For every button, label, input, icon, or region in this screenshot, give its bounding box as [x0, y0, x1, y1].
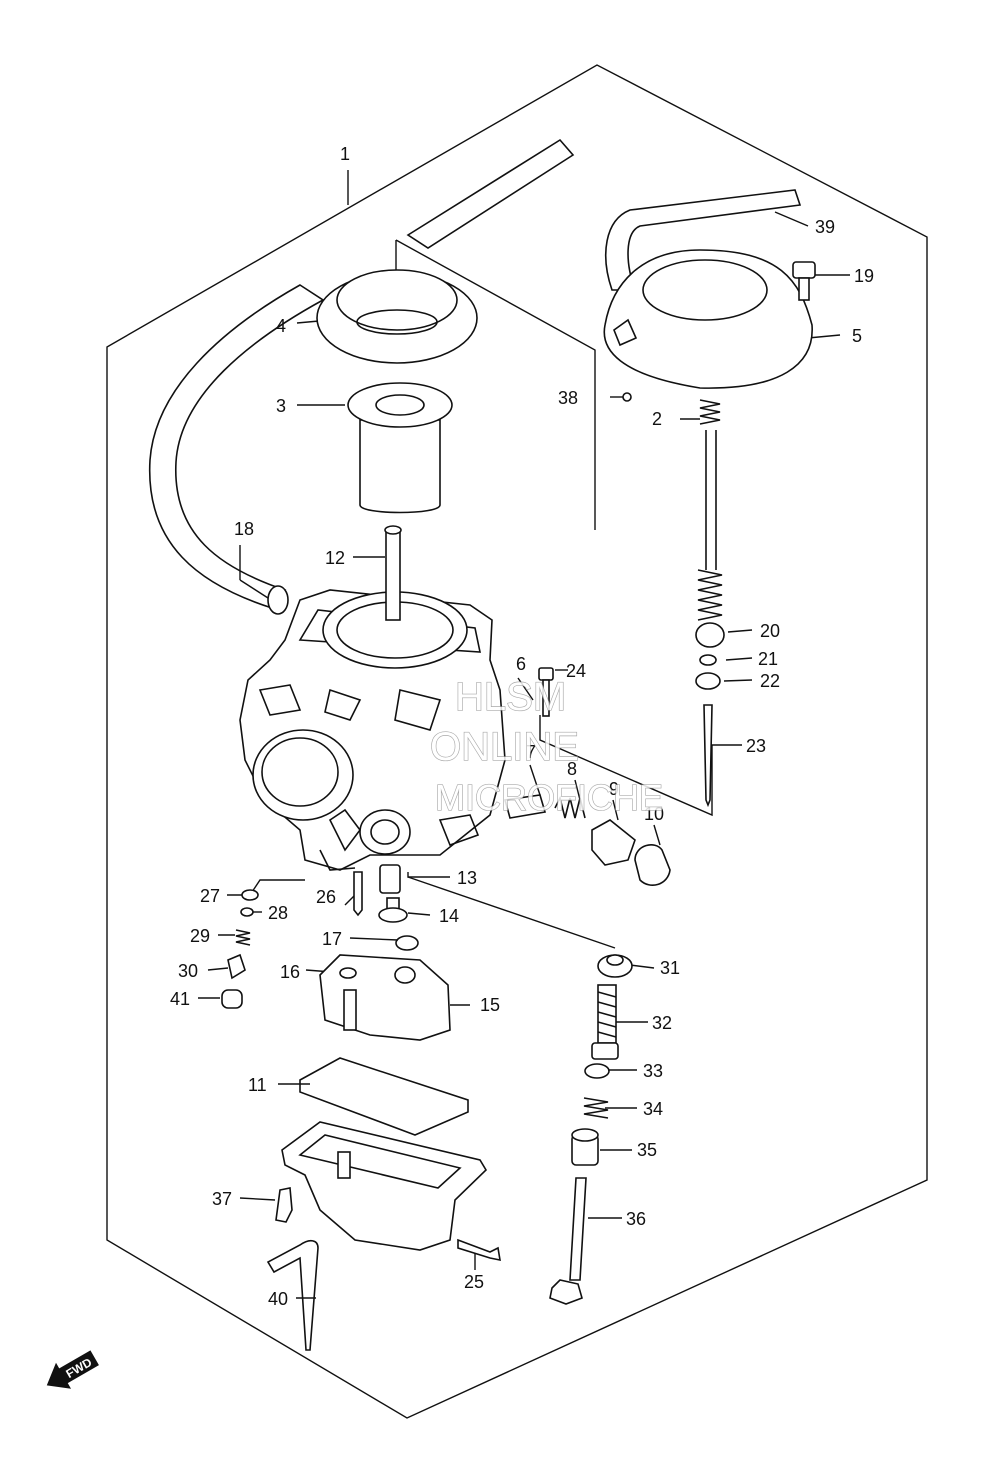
- screw-19: [792, 261, 816, 301]
- callout-8: 8: [567, 759, 577, 779]
- screw-37: [275, 1187, 293, 1223]
- jet-26: [353, 871, 363, 917]
- callout-11: 11: [248, 1075, 267, 1095]
- callout-30: 30: [178, 961, 198, 981]
- callout-16: 16: [280, 962, 300, 982]
- callout-1: 1: [340, 144, 350, 164]
- washer-28: [240, 907, 254, 917]
- callout-36: 36: [626, 1209, 646, 1229]
- clip-21: [699, 654, 717, 666]
- watermark-line-2: ONLINE: [430, 725, 579, 769]
- assembly-frame: [106, 64, 928, 1419]
- watermark-line-1: HLSM: [455, 675, 566, 719]
- callout-3: 3: [276, 396, 286, 416]
- washer-33: [584, 1063, 610, 1079]
- spring-8: [554, 795, 586, 819]
- callout-19: 19: [854, 266, 874, 286]
- callout-4: 4: [276, 316, 286, 336]
- gasket-11: [299, 1057, 469, 1136]
- fwd-arrow-icon: FWD: [46, 1350, 99, 1389]
- callout-18: 18: [234, 519, 254, 539]
- callout-38: 38: [558, 388, 578, 408]
- callout-2: 2: [652, 409, 662, 429]
- screw-7: [503, 794, 547, 819]
- jet-14: [378, 897, 408, 923]
- callout-41: 41: [170, 989, 190, 1009]
- callout-29: 29: [190, 926, 210, 946]
- piston-valve-3: [347, 382, 453, 514]
- clip-38: [622, 392, 632, 402]
- callout-39: 39: [815, 217, 835, 237]
- callout-21: 21: [758, 649, 778, 669]
- spring-29: [235, 929, 251, 946]
- hose-top-1: [406, 138, 575, 249]
- callout-32: 32: [652, 1013, 672, 1033]
- seat-20: [695, 622, 725, 648]
- adjuster-32: [591, 984, 619, 1060]
- callout-35: 35: [637, 1140, 657, 1160]
- watermark: HLSM ONLINE MICROFICHE: [429, 674, 663, 818]
- collar-35: [571, 1128, 599, 1166]
- hose-18: [148, 284, 325, 609]
- watermark-line-3: MICROFICHE: [435, 777, 663, 818]
- cap-10: [634, 844, 671, 886]
- spring-34: [583, 1097, 609, 1119]
- jet-13: [379, 864, 401, 894]
- hose-40: [266, 1239, 319, 1351]
- callout-25: 25: [464, 1272, 484, 1292]
- cap-41: [221, 989, 243, 1009]
- callout-31: 31: [660, 958, 680, 978]
- nut-31: [597, 954, 633, 978]
- o-ring-17: [395, 935, 419, 951]
- callout-15: 15: [480, 995, 500, 1015]
- callout-22: 22: [760, 671, 780, 691]
- callout-7: 7: [526, 742, 536, 762]
- leader-lines: [198, 170, 850, 1299]
- float-bowl: [281, 1121, 488, 1251]
- rod-12: [384, 525, 402, 621]
- float-15: [319, 954, 451, 1041]
- screw-30: [227, 953, 246, 980]
- hose-18-end: [267, 585, 289, 615]
- spring-2: [697, 399, 723, 621]
- callout-9: 9: [609, 779, 619, 799]
- callout-24: 24: [566, 661, 586, 681]
- hose-39: [605, 189, 802, 291]
- callout-6: 6: [516, 654, 526, 674]
- callout-17: 17: [322, 929, 342, 949]
- callout-14: 14: [439, 906, 459, 926]
- carburetor-body: [239, 589, 506, 871]
- washer-22: [695, 672, 721, 690]
- callout-26: 26: [316, 887, 336, 907]
- plug-9: [591, 819, 636, 866]
- callout-23: 23: [746, 736, 766, 756]
- callout-40: 40: [268, 1289, 288, 1309]
- callout-12: 12: [325, 548, 345, 568]
- screw-25: [457, 1238, 501, 1262]
- callout-20: 20: [760, 621, 780, 641]
- callout-labels: 1 2 3 4 5 6 7 8 9 10 11 12 13 14 15 16 1…: [170, 144, 874, 1309]
- callout-34: 34: [643, 1099, 663, 1119]
- callout-33: 33: [643, 1061, 663, 1081]
- pin-24: [538, 667, 554, 717]
- diaphragm-4: [316, 269, 478, 364]
- callout-5: 5: [852, 326, 862, 346]
- needle-23: [703, 704, 713, 808]
- top-cover-5: [603, 249, 813, 389]
- callout-37: 37: [212, 1189, 232, 1209]
- callout-28: 28: [268, 903, 288, 923]
- washer-27: [241, 889, 259, 901]
- callout-10: 10: [644, 804, 664, 824]
- screw-36: [549, 1177, 587, 1305]
- callout-13: 13: [457, 868, 477, 888]
- callout-27: 27: [200, 886, 220, 906]
